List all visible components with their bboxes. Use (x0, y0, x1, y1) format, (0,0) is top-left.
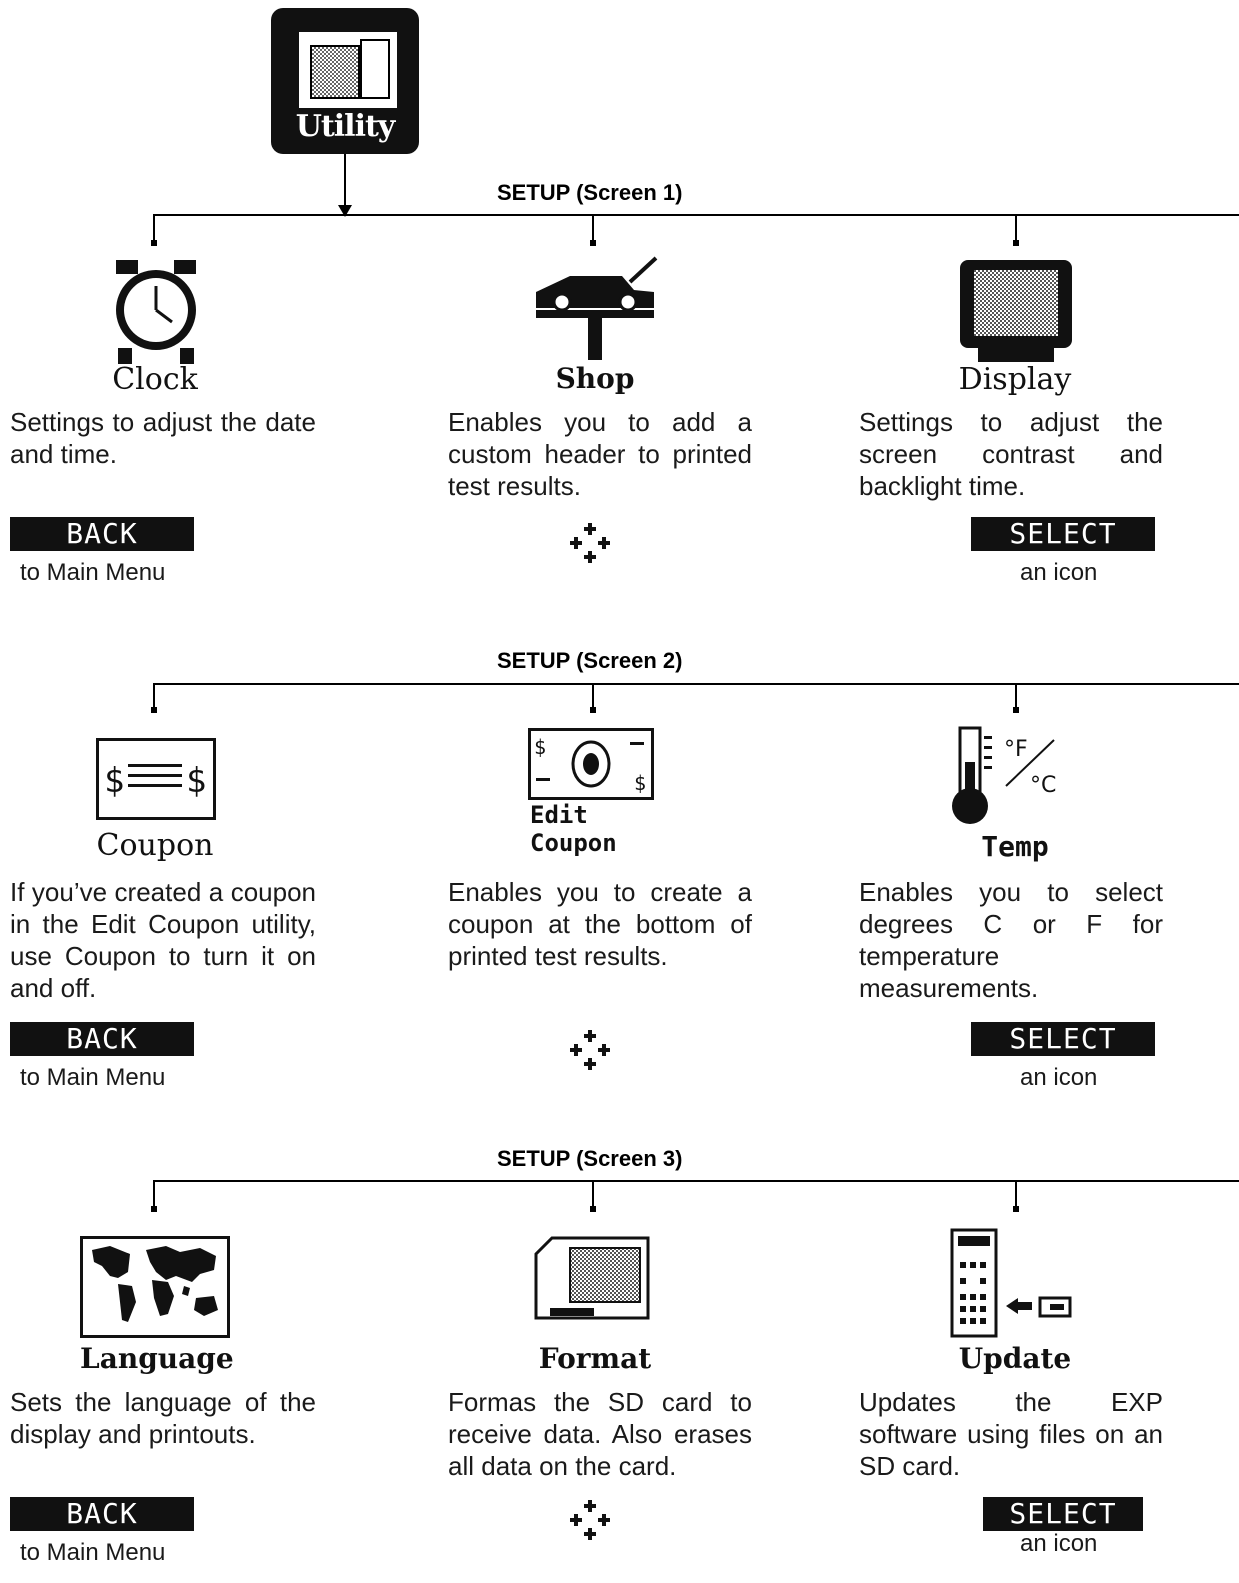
item-description: Formas the SD card to receive data. Also… (448, 1387, 752, 1481)
select-button[interactable]: SELECT (971, 1022, 1155, 1056)
icon-label: Language (80, 1342, 234, 1375)
device-update-icon (950, 1228, 1072, 1338)
branch-line (153, 1180, 1239, 1182)
dpad-icon[interactable] (570, 1500, 610, 1540)
item-description: Updates the EXP software using files on … (859, 1387, 1163, 1481)
screen-title: SETUP (Screen 2) (497, 648, 683, 673)
dpad-icon[interactable] (570, 523, 610, 563)
select-button[interactable]: SELECT (971, 517, 1155, 551)
item-description: Settings to adjust the date and time. (10, 407, 316, 469)
branch-dot (590, 707, 596, 713)
branch-stem (592, 1180, 594, 1210)
branch-dot (151, 1206, 157, 1212)
back-caption: to Main Menu (20, 559, 166, 586)
world-map-icon (80, 1236, 230, 1338)
branch-dot (590, 240, 596, 246)
crate-icon (299, 32, 397, 108)
sd-card-icon (534, 1236, 650, 1320)
item-description: If you’ve created a coupon in the Edit C… (10, 877, 316, 1003)
item-description: Enables you to create a coupon at the bo… (448, 877, 752, 971)
icon-label: Coupon (96, 828, 214, 863)
icon-label: Shop (555, 362, 635, 395)
dpad-icon[interactable] (570, 1030, 610, 1070)
branch-stem (153, 683, 155, 711)
icon-label: Update (958, 1342, 1072, 1375)
select-button[interactable]: SELECT (983, 1497, 1143, 1531)
back-caption: to Main Menu (20, 1539, 166, 1566)
branch-stem (1015, 683, 1017, 711)
icon-label: Clock (112, 362, 198, 397)
edit-coupon-icon: $ $ (528, 728, 654, 800)
branch-stem (1015, 1180, 1017, 1210)
icon-label: Display (958, 362, 1072, 397)
icon-label: Temp (981, 830, 1049, 863)
item-description: Enables you to add a custom header to pr… (448, 407, 752, 501)
branch-dot (590, 1206, 596, 1212)
branch-dot (151, 240, 157, 246)
select-caption: an icon (1020, 1530, 1098, 1557)
branch-line (153, 214, 1239, 216)
svg-text:°C: °C (1030, 773, 1056, 798)
branch-dot (1013, 1206, 1019, 1212)
select-caption: an icon (1020, 1064, 1098, 1091)
branch-stem (1015, 214, 1017, 246)
item-description: Sets the language of the display and pri… (10, 1387, 316, 1449)
branch-line (153, 683, 1239, 685)
branch-stem (592, 214, 594, 246)
utility-icon: Utility (271, 8, 419, 154)
svg-text:°F: °F (1004, 737, 1028, 762)
svg-text:$: $ (534, 735, 546, 759)
icon-label-line1: Edit (530, 801, 588, 829)
flow-arrow (344, 154, 346, 210)
branch-stem (153, 214, 155, 246)
branch-dot (151, 707, 157, 713)
screen-title: SETUP (Screen 3) (497, 1146, 683, 1171)
svg-text:$: $ (104, 761, 124, 801)
item-description: Settings to adjust the screen contrast a… (859, 407, 1163, 501)
branch-dot (1013, 707, 1019, 713)
monitor-icon (960, 260, 1072, 362)
back-button[interactable]: BACK (10, 1022, 194, 1056)
svg-text:$: $ (186, 761, 206, 801)
back-caption: to Main Menu (20, 1064, 166, 1091)
utility-label: Utility (295, 109, 396, 144)
screen-title: SETUP (Screen 1) (497, 180, 683, 205)
svg-text:$: $ (634, 771, 646, 795)
coupon-icon: $ $ (96, 738, 216, 820)
item-description: Enables you to select degrees C or F for… (859, 877, 1163, 1003)
branch-stem (592, 683, 594, 711)
back-button[interactable]: BACK (10, 1497, 194, 1531)
branch-dot (1013, 240, 1019, 246)
back-button[interactable]: BACK (10, 517, 194, 551)
thermometer-icon: °F °C (952, 726, 1056, 824)
branch-stem (153, 1180, 155, 1210)
icon-label: Format (538, 1342, 652, 1375)
select-caption: an icon (1020, 559, 1098, 586)
lift-car-icon (536, 256, 658, 360)
clock-icon (116, 260, 196, 364)
icon-label-line2: Coupon (530, 829, 617, 857)
